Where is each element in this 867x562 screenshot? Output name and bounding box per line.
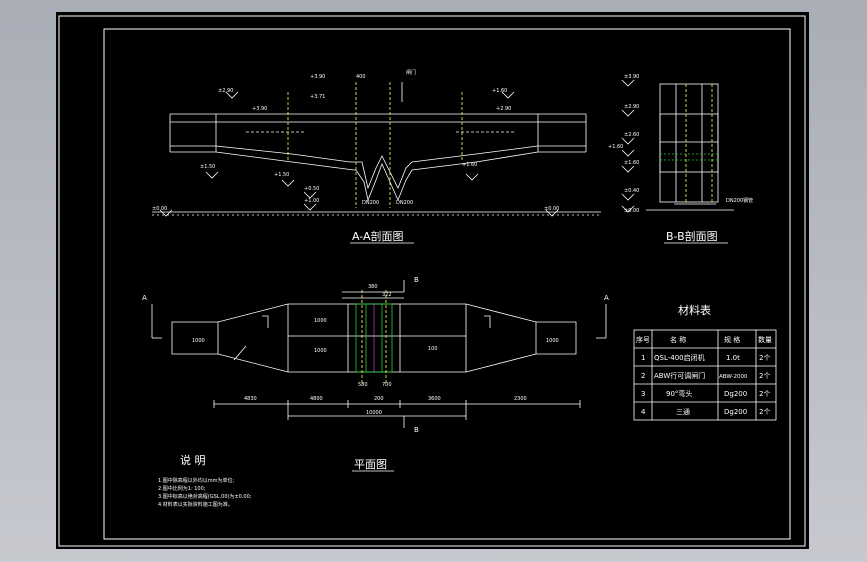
note-line: 3.图中标高以绝对高程(GSL.00)为±0.00; (158, 493, 252, 500)
elev-label: ±0.40 (624, 188, 639, 194)
elev-label: ±3.90 (624, 74, 639, 80)
elev-label: +1.60 (462, 162, 477, 168)
dim-label: 1000 (192, 338, 205, 344)
dim-label: 580 (358, 382, 368, 388)
note-line: 2.图中比例为1: 100; (158, 485, 206, 492)
aa-section-title: A-A剖面图 (352, 229, 404, 243)
elev-label: +1.60 (492, 88, 507, 94)
notes-list: 1.图中除高程以外均以mm为单位; 2.图中比例为1: 100; 3.图中标高以… (158, 477, 252, 508)
table-cell: Dg200 (724, 390, 747, 398)
elev-label: ±1.50 (200, 164, 215, 170)
table-header: 数量 (758, 335, 772, 344)
table-cell: 90°弯头 (666, 389, 692, 398)
table-cell: 2个 (759, 408, 770, 416)
dim-label: 1000 (314, 348, 327, 354)
table-cell: Dg200 (724, 408, 747, 416)
materials-rows: 1 QSL-400启闭机 1.0t 2个 2 ABW行可调闸门 ABW-2000… (641, 353, 770, 416)
bb-section (621, 79, 734, 213)
table-header: 规 格 (724, 335, 740, 344)
table-cell: 2个 (759, 354, 770, 362)
materials-title: 材料表 (678, 303, 711, 317)
section-markers: A A B B (142, 276, 609, 434)
table-cell: ABW行可调闸门 (654, 371, 705, 380)
outer-frame (58, 15, 806, 547)
materials-headers: 序号 名 称 规 格 数量 (636, 335, 772, 344)
section-marker: B (414, 426, 419, 434)
elev-label: ±1.60 (624, 160, 639, 166)
table-header: 名 称 (670, 335, 686, 344)
dim-label: 700 (382, 382, 392, 388)
section-marker: A (604, 294, 609, 302)
pipe-label: DN200 (396, 200, 413, 206)
elev-label: ±2.90 (624, 104, 639, 110)
elev-label: ±0.00 (152, 206, 167, 212)
bb-elevation-labels: ±3.90 ±2.90 ±2.60 +1.60 ±1.60 ±0.40 ±0.0… (608, 74, 753, 214)
dim-label: 1000 (314, 318, 327, 324)
dim-label: 322 (382, 292, 392, 298)
elev-label: +3.90 (252, 106, 267, 112)
elev-label: +3.90 (310, 74, 325, 80)
elev-label: ±0.00 (544, 206, 559, 212)
dim-label: 4800 (310, 396, 323, 402)
inner-frame (103, 28, 791, 540)
notes-title: 说 明 (180, 453, 206, 467)
note-line: 1.图中除高程以外均以mm为单位; (158, 477, 235, 484)
table-cell: 1.0t (726, 354, 740, 362)
dim-label: 400 (356, 74, 366, 80)
table-cell: 3 (641, 390, 645, 398)
elev-label: +2.90 (496, 106, 511, 112)
cad-drawing: ±2.90 +3.90 +3.71 +3.90 +1.60 +2.90 +1.6… (58, 15, 806, 547)
table-cell: QSL-400启闭机 (654, 353, 705, 362)
table-cell: ABW-2000 (719, 374, 748, 380)
dim-label: 2300 (514, 396, 527, 402)
table-cell: 1 (641, 354, 645, 362)
dim-label: 4830 (244, 396, 257, 402)
dim-label: 1000 (546, 338, 559, 344)
section-marker: B (414, 276, 419, 284)
table-header: 序号 (636, 335, 650, 344)
elev-label: ±2.60 (624, 132, 639, 138)
elev-label: +1.00 (304, 198, 319, 204)
note-line: 4.材料表以实际资料施工图为准。 (158, 501, 233, 508)
dim-label: 3600 (428, 396, 441, 402)
plan-labels: 380 322 1000 1000 1000 1000 580 700 100 … (192, 284, 559, 416)
elev-label: ±0.00 (624, 208, 639, 214)
table-cell: 4 (641, 408, 646, 416)
section-marker: A (142, 294, 147, 302)
pipe-label: DN200钢管 (726, 197, 753, 204)
aa-elevation-labels: ±2.90 +3.90 +3.71 +3.90 +1.60 +2.90 +1.6… (152, 69, 559, 212)
dim-label: 10000 (366, 410, 382, 416)
table-cell: 三通 (676, 407, 690, 416)
table-cell: 2 (641, 372, 645, 380)
bb-section-title: B-B剖面图 (666, 229, 718, 243)
elev-label: +0.50 (304, 186, 319, 192)
elev-label: ±2.90 (218, 88, 233, 94)
aa-section (152, 82, 601, 217)
gate-label: 闸门 (406, 69, 416, 76)
table-cell: 2个 (759, 372, 770, 380)
elev-label: +1.50 (274, 172, 289, 178)
dim-label: 380 (368, 284, 378, 290)
plan-view (151, 280, 607, 428)
plan-title: 平面图 (354, 458, 387, 471)
drawing-sheet: ±2.90 +3.90 +3.71 +3.90 +1.60 +2.90 +1.6… (56, 12, 809, 549)
elev-label: +3.71 (310, 94, 325, 100)
elev-label: +1.60 (608, 144, 623, 150)
materials-table (633, 329, 777, 421)
dim-label: 200 (374, 396, 384, 402)
pipe-label: DN200 (362, 200, 379, 206)
table-cell: 2个 (759, 390, 770, 398)
dim-label: 100 (428, 346, 438, 352)
